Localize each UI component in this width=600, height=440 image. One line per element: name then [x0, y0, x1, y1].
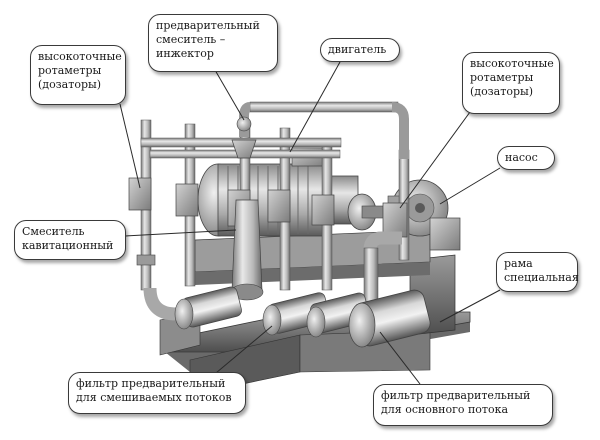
pointer-rotameters-right — [399, 111, 471, 209]
label-cavitation-mixer: Смеситель кавитационный — [14, 220, 126, 260]
pointer-rotameters-left — [119, 103, 141, 189]
label-motor: двигатель — [320, 38, 400, 62]
label-filter-mixed: фильтр предварительный для смешиваемых п… — [68, 372, 246, 414]
filter-left — [174, 286, 242, 330]
pointer-filter-main — [379, 331, 421, 385]
rotameter-column-4 — [267, 127, 291, 291]
motor-body — [197, 147, 389, 237]
callout-pointers — [119, 61, 501, 385]
pointer-filter-mixed — [209, 325, 273, 379]
label-premixer: предварительный смеситель – инжектор — [148, 14, 278, 72]
label-frame: рама специальная — [496, 252, 579, 292]
pointer-premixer — [214, 69, 245, 121]
manifold-pipes — [140, 101, 409, 159]
premixer-injector — [231, 116, 257, 159]
label-rotameters-right: высокоточные ротаметры (дозаторы) — [462, 52, 560, 114]
label-rotameters-left: высокоточные ротаметры (дозаторы) — [30, 45, 126, 105]
pointer-cavitation-mixer — [124, 229, 237, 237]
rotameter-column-1 — [128, 119, 156, 291]
label-pump: насос — [497, 146, 555, 170]
rotameter-column-2 — [175, 123, 199, 287]
cavitation-mixer — [230, 199, 264, 301]
pointer-motor — [289, 61, 341, 153]
filter-main — [348, 289, 431, 348]
pointer-frame — [439, 289, 501, 323]
label-filter-main: фильтр предварительный для основного пот… — [373, 384, 553, 426]
pointer-pump — [439, 167, 501, 205]
